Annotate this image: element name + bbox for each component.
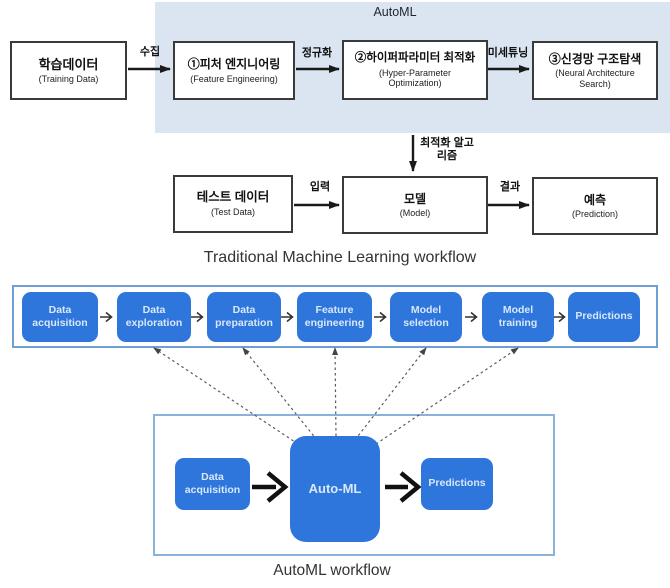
arrow-label-input: 입력 (309, 181, 331, 193)
arrow-label-normalize: 정규화 (301, 47, 333, 59)
arrow-label-finetune: 미세튜닝 (487, 47, 529, 59)
trad-step-data-acquisition: Data acquisition (22, 292, 98, 342)
hyperparameter-label-ko: ②하이퍼파라미터 최적화 (354, 51, 476, 64)
trad-step-model-training: Model training (482, 292, 554, 342)
nas-label-ko: ③신경망 구조탐색 (548, 51, 642, 66)
automl-step-data-acquisition: Data acquisition (175, 458, 250, 510)
test-data-label-ko: 테스트 데이터 (196, 190, 270, 205)
trad-step-feature-engineering: Feature engineering (297, 292, 372, 342)
trad-step-model-selection: Model selection (390, 292, 462, 342)
training-data-label-en: (Training Data) (38, 74, 99, 85)
model-label-en: (Model) (399, 208, 431, 219)
automl-step-automl: Auto-ML (290, 436, 380, 542)
training-data-label-ko: 학습데이터 (38, 56, 99, 72)
arrow-label-result: 결과 (499, 181, 521, 193)
prediction-box: 예측 (Prediction) (532, 177, 658, 235)
automl-workflow-title: AutoML workflow (273, 562, 391, 579)
trad-step-data-preparation: Data preparation (207, 292, 281, 342)
feature-engineering-label-en: (Feature Engineering) (190, 73, 278, 84)
test-data-box: 테스트 데이터 (Test Data) (173, 175, 293, 233)
arrow-label-collect: 수집 (139, 46, 161, 58)
traditional-workflow-title: Traditional Machine Learning workflow (203, 249, 477, 266)
prediction-label-ko: 예측 (583, 192, 607, 207)
nas-label-en: (Neural Architecture Search) (555, 68, 635, 89)
trad-step-predictions: Predictions (568, 292, 640, 342)
automl-panel-title: AutoML (373, 5, 417, 19)
test-data-label-en: (Test Data) (210, 207, 255, 218)
model-box: 모델 (Model) (342, 176, 488, 234)
model-label-ko: 모델 (403, 191, 427, 206)
trad-step-data-exploration: Data exploration (117, 292, 191, 342)
feature-engineering-box: ①피처 엔지니어링 (Feature Engineering) (173, 41, 295, 100)
prediction-label-en: (Prediction) (571, 209, 618, 220)
arrow-label-optimized-algorithm: 최적화 알고리즘 (420, 137, 474, 162)
automl-step-predictions: Predictions (421, 458, 493, 510)
neural-architecture-search-box: ③신경망 구조탐색 (Neural Architecture Search) (532, 41, 658, 100)
training-data-box: 학습데이터 (Training Data) (10, 41, 127, 100)
hyperparameter-label-en: (Hyper-Parameter Optimization) (378, 67, 452, 88)
hyperparameter-optimization-box: ②하이퍼파라미터 최적화 (Hyper-Parameter Optimizati… (342, 40, 488, 100)
feature-engineering-label-ko: ①피처 엔지니어링 (187, 57, 281, 72)
